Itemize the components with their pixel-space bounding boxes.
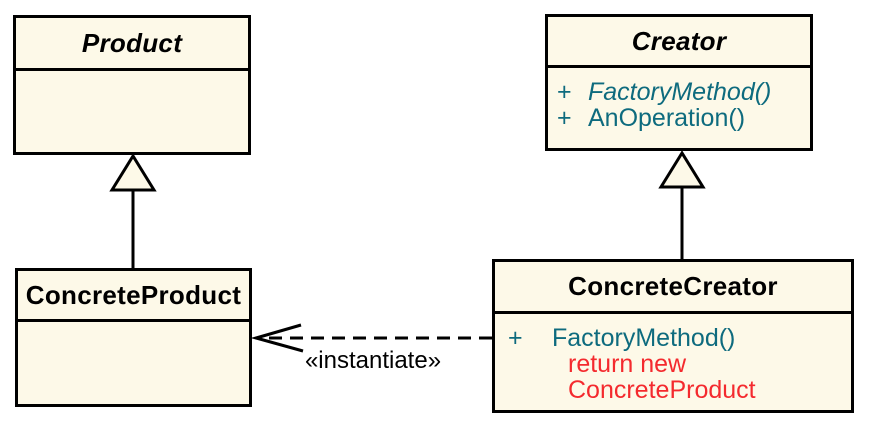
class-box-creator: Creator + FactoryMethod() + AnOperation(… [545, 14, 813, 151]
class-title-concrete-creator: ConcreteCreator [495, 262, 851, 314]
method-name: FactoryMethod() [588, 78, 772, 106]
visibility-marker: + [557, 104, 572, 132]
visibility-marker: + [508, 324, 523, 352]
method-name: AnOperation() [588, 104, 746, 132]
class-body-concrete-creator: + FactoryMethod() return new ConcretePro… [495, 314, 851, 403]
method-name: FactoryMethod() [552, 324, 736, 352]
hollow-triangle-icon [109, 153, 157, 192]
generalization-concreteproduct-to-product [109, 153, 157, 268]
class-title-concrete-product: ConcreteProduct [18, 271, 249, 322]
class-body-creator: + FactoryMethod() + AnOperation() [548, 68, 810, 131]
member-row: + AnOperation() [557, 105, 810, 131]
class-box-product: Product [13, 15, 251, 155]
class-title-creator: Creator [548, 17, 810, 68]
class-box-concrete-product: ConcreteProduct [15, 268, 252, 407]
note-text: return new [568, 350, 687, 378]
hollow-triangle-icon [658, 150, 706, 189]
dependency-instantiate-arrow [250, 323, 492, 353]
class-title-product: Product [16, 18, 248, 71]
class-box-concrete-creator: ConcreteCreator + FactoryMethod() return… [492, 259, 854, 413]
dependency-stereotype-label: «instantiate» [304, 347, 442, 374]
pseudocode-note-line: ConcreteProduct [508, 377, 851, 403]
pseudocode-note-line: return new [508, 351, 851, 377]
member-row: + FactoryMethod() [508, 325, 851, 351]
visibility-marker: + [557, 78, 572, 106]
open-arrowhead-icon [250, 323, 304, 353]
note-text: ConcreteProduct [568, 376, 756, 404]
generalization-concretecreator-to-creator [658, 150, 706, 259]
member-row: + FactoryMethod() [557, 79, 810, 105]
